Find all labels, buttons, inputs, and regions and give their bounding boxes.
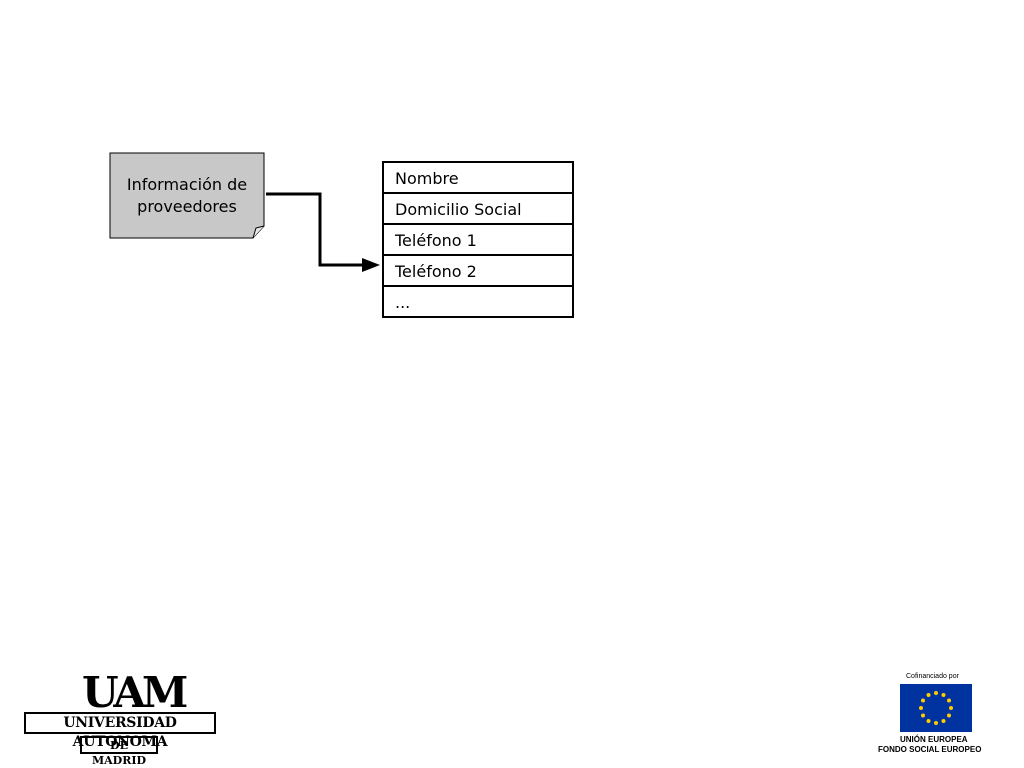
eu-star-icon <box>949 706 953 710</box>
record-table: Nombre Domicilio Social Teléfono 1 Teléf… <box>382 161 574 318</box>
eu-logo: Cofinanciado por UNIÓN EUROPEA FONDO SOC… <box>874 672 1000 758</box>
uam-logo-mark: UAM <box>82 668 188 717</box>
uam-logo-line1: UNIVERSIDAD AUTONOMA <box>24 712 216 750</box>
uam-logo: UAM UNIVERSIDAD AUTONOMA DE MADRID <box>24 668 220 767</box>
field-domicilio-social[interactable]: Domicilio Social <box>384 194 572 225</box>
eu-star-icon <box>934 691 938 695</box>
arrowhead <box>362 258 380 272</box>
eu-star-icon <box>934 721 938 725</box>
eu-cofinanced-text: Cofinanciado por <box>906 673 959 680</box>
eu-star-icon <box>921 698 925 703</box>
eu-star-icon <box>919 706 923 710</box>
uam-logo-line2: DE MADRID <box>80 736 158 767</box>
document-label: Información de proveedores <box>126 175 248 216</box>
field-nombre[interactable]: Nombre <box>384 163 572 194</box>
eu-star-icon <box>941 693 946 697</box>
field-telefono-2[interactable]: Teléfono 2 <box>384 256 572 287</box>
eu-name-line1: UNIÓN EUROPEA <box>900 735 968 744</box>
eu-flag-icon <box>900 684 972 732</box>
eu-star-icon <box>947 698 951 703</box>
document-fold <box>252 225 265 239</box>
eu-star-icon <box>941 719 946 723</box>
eu-star-icon <box>926 693 931 697</box>
eu-star-icon <box>921 713 925 718</box>
connector-line <box>266 192 366 267</box>
field-ellipsis[interactable]: ... <box>384 287 572 318</box>
eu-star-icon <box>926 719 931 723</box>
field-telefono-1[interactable]: Teléfono 1 <box>384 225 572 256</box>
eu-name-line2: FONDO SOCIAL EUROPEO <box>878 745 982 754</box>
eu-star-icon <box>947 713 951 718</box>
